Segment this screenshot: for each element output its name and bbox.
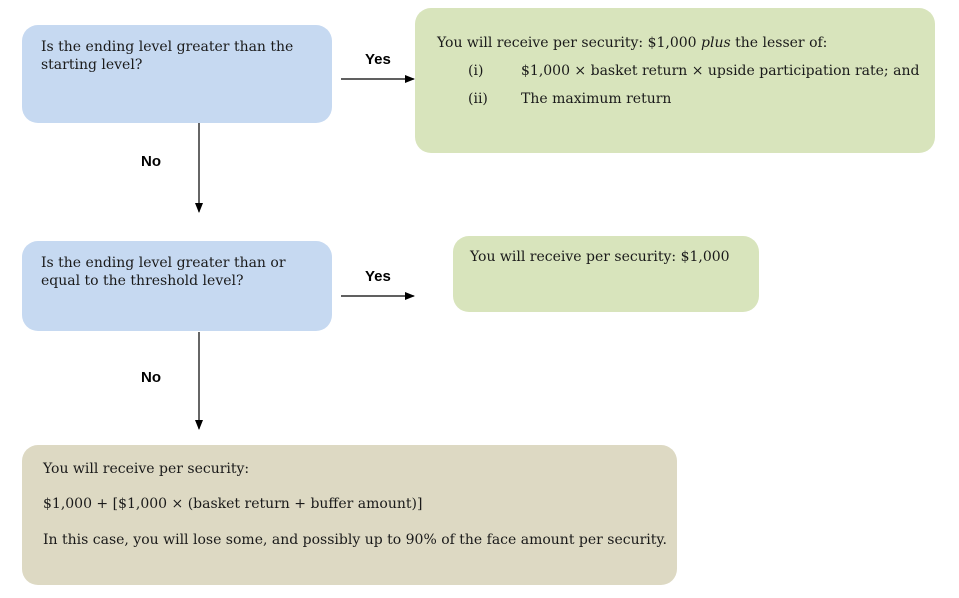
outcome-3-note: In this case, you will lose some, and po… <box>43 532 667 548</box>
question-box-2: Is the ending level greater than or equa… <box>22 241 332 331</box>
outcome-1-intro-emphasis: plus <box>701 35 731 51</box>
outcome-3-line-1: You will receive per security: <box>43 461 250 477</box>
outcome-box-2: You will receive per security: $1,000 <box>453 236 759 312</box>
outcome-box-1: You will receive per security: $1,000 pl… <box>415 8 935 153</box>
outcome-2-text: You will receive per security: $1,000 <box>470 249 730 265</box>
no-label-1: No <box>141 153 161 170</box>
question-2-text: Is the ending level greater than or equa… <box>41 255 286 289</box>
outcome-1-item-2-number: (ii) <box>468 91 488 107</box>
outcome-3-formula: $1,000 + [$1,000 × (basket return + buff… <box>43 496 423 512</box>
outcome-box-3: You will receive per security: $1,000 + … <box>22 445 677 585</box>
outcome-1-item-1-number: (i) <box>468 63 484 79</box>
question-1-text: Is the ending level greater than the sta… <box>41 39 294 73</box>
outcome-1-intro-suffix: the lesser of: <box>730 35 828 51</box>
yes-label-2: Yes <box>365 268 391 285</box>
question-box-1: Is the ending level greater than the sta… <box>22 25 332 123</box>
outcome-1-intro-prefix: You will receive per security: $1,000 <box>437 35 702 51</box>
outcome-1-item-2-text: The maximum return <box>521 91 672 107</box>
yes-label-1: Yes <box>365 51 391 68</box>
outcome-1-intro: You will receive per security: $1,000 pl… <box>437 34 827 52</box>
no-label-2: No <box>141 369 161 386</box>
outcome-1-item-1-text: $1,000 × basket return × upside particip… <box>521 63 920 79</box>
